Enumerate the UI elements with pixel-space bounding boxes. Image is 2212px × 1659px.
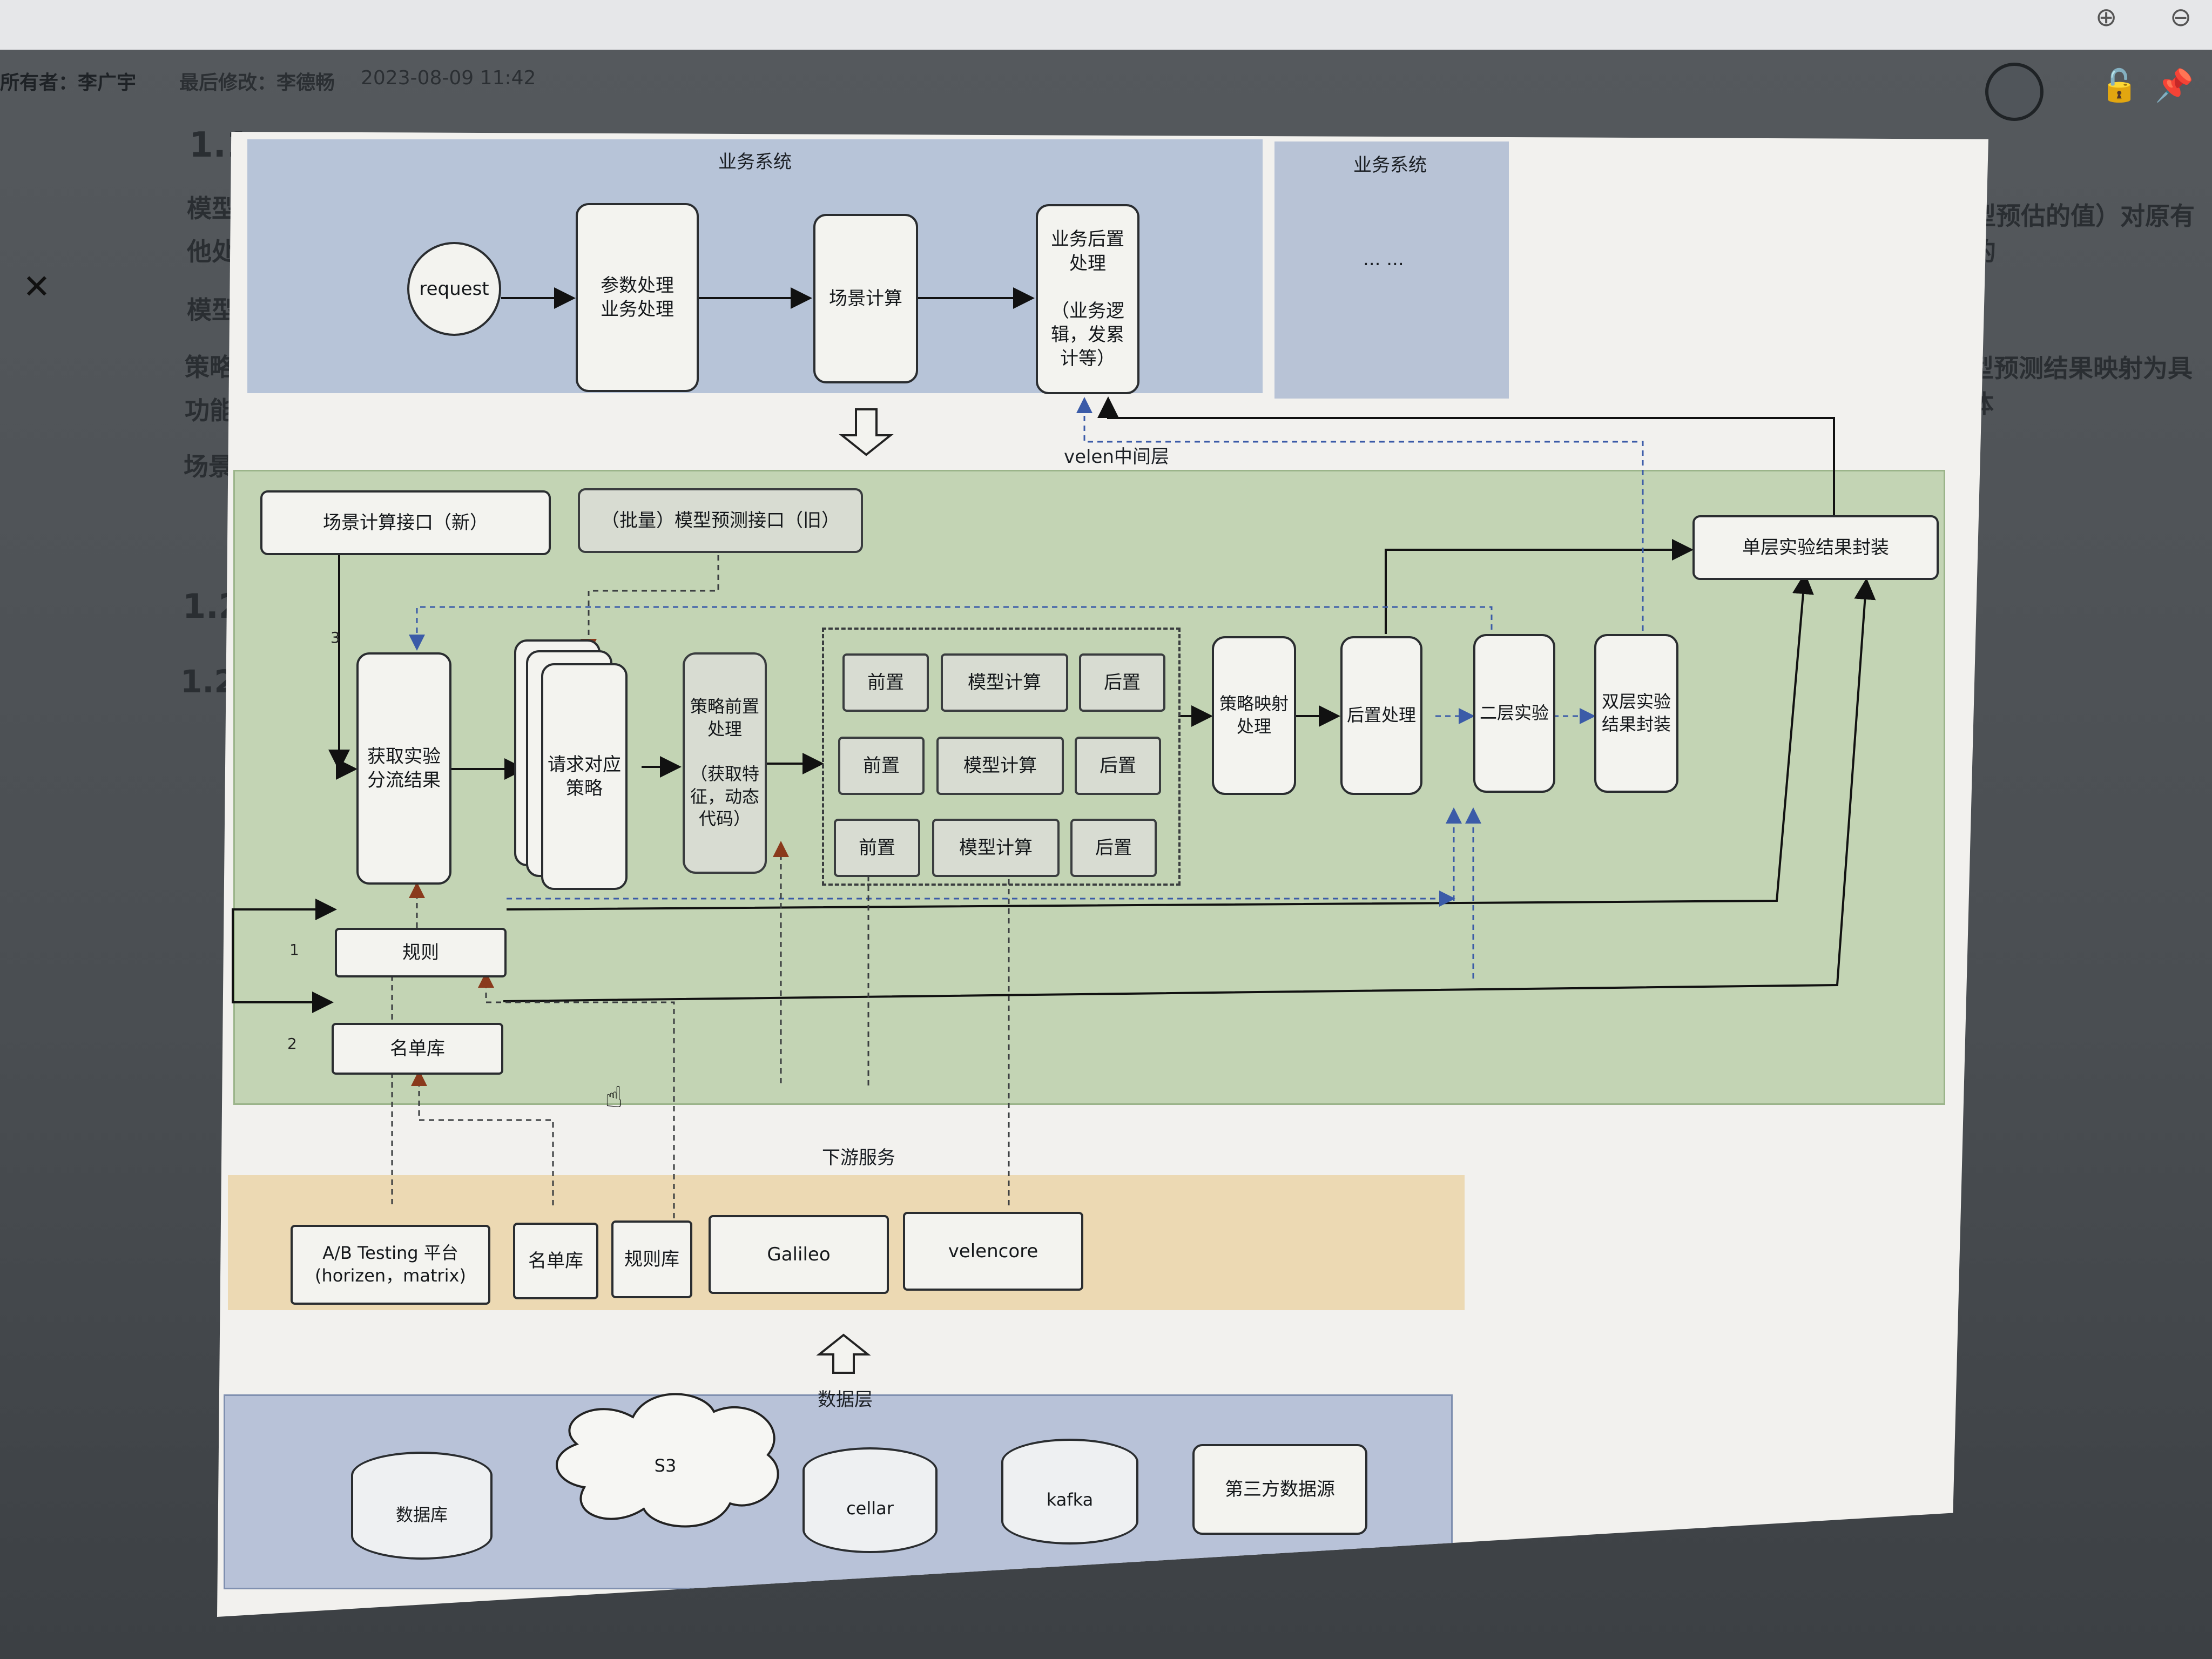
architecture-diagram: 业务系统 业务系统 ... ... request 参数处理 业务处理 场景计算… bbox=[217, 132, 1988, 1617]
zoom-in-icon[interactable]: ⊕ bbox=[2095, 2, 2117, 32]
business-system-title: 业务系统 bbox=[718, 151, 792, 173]
downstream-title: 下游服务 bbox=[822, 1147, 895, 1169]
post-box: 后置 bbox=[1070, 819, 1157, 877]
s3-cloud: S3 bbox=[654, 1455, 677, 1476]
double-layer-box: 双层实验 结果封装 bbox=[1594, 634, 1678, 793]
second-layer-box: 二层实验 bbox=[1473, 634, 1555, 793]
avatar[interactable] bbox=[1985, 63, 2044, 121]
model-compute-group bbox=[822, 628, 1181, 886]
velencore-box: velencore bbox=[903, 1212, 1083, 1291]
kafka-cylinder: kafka bbox=[1001, 1439, 1138, 1545]
param-processing-box: 参数处理 业务处理 bbox=[576, 203, 699, 392]
cellar-cylinder: cellar bbox=[802, 1447, 938, 1553]
route-number-3: 3 bbox=[331, 629, 340, 646]
model-compute-box: 模型计算 bbox=[932, 819, 1060, 877]
model-compute-box: 模型计算 bbox=[936, 737, 1064, 795]
strategy-mapping-box: 策略映射 处理 bbox=[1212, 636, 1296, 795]
scene-api-box: 场景计算接口（新） bbox=[260, 490, 551, 555]
third-party-box: 第三方数据源 bbox=[1192, 1444, 1367, 1535]
close-icon[interactable]: ✕ bbox=[23, 267, 51, 306]
ab-testing-box: A/B Testing 平台 (horizen，matrix) bbox=[291, 1225, 490, 1305]
batch-api-box: （批量）模型预测接口（旧） bbox=[578, 488, 863, 553]
doc-text: 型预估的值）对原有的 bbox=[1971, 201, 2195, 266]
rules-box: 规则 bbox=[335, 928, 507, 977]
post-process-box: 后置处理 bbox=[1340, 636, 1422, 795]
post-box: 后置 bbox=[1075, 737, 1161, 795]
lock-icon[interactable]: 🔓 bbox=[2100, 67, 2139, 104]
last-modified-time: 2023-08-09 11:42 bbox=[361, 67, 536, 89]
doc-text: 他处 bbox=[187, 237, 237, 266]
route-number-1: 1 bbox=[289, 941, 299, 959]
viewer-toolbar: ⊕ ⊖ bbox=[0, 0, 2212, 50]
zoom-out-icon[interactable]: ⊖ bbox=[2170, 2, 2192, 32]
get-experiment-box: 获取实验 分流结果 bbox=[356, 652, 451, 885]
strategy-pre-box: 策略前置 处理 （获取特 征，动态 代码） bbox=[683, 652, 767, 874]
velen-layer-title: velen中间层 bbox=[1064, 446, 1169, 468]
doc-text: 场景 bbox=[184, 452, 233, 481]
single-layer-box: 单层实验结果封装 bbox=[1692, 515, 1939, 580]
doc-text: 模型 bbox=[187, 295, 237, 325]
biz-post-box: 业务后置 处理 （业务逻 辑，发累 计等） bbox=[1036, 204, 1139, 394]
request-strategy-box: 请求对应 策略 bbox=[541, 663, 628, 890]
route-number-2: 2 bbox=[287, 1035, 297, 1053]
doc-text: 策略 bbox=[185, 353, 234, 382]
pre-box: 前置 bbox=[842, 653, 929, 712]
pre-box: 前置 bbox=[834, 819, 920, 877]
owner-label: 所有者：李广宇 bbox=[0, 72, 137, 94]
rule-db-box: 规则库 bbox=[611, 1220, 692, 1298]
connector-lines bbox=[232, 287, 1876, 1528]
hand-cursor-icon: ☝ bbox=[605, 1080, 623, 1114]
business-ellipsis: ... ... bbox=[1363, 248, 1404, 270]
whitelist-db-box: 名单库 bbox=[513, 1223, 598, 1299]
pin-icon[interactable]: 📌 bbox=[2155, 67, 2194, 104]
doc-text: 模型 bbox=[187, 194, 237, 223]
data-layer-title: 数据层 bbox=[818, 1389, 873, 1411]
pre-box: 前置 bbox=[838, 737, 925, 795]
last-modified-label: 最后修改：李德畅 bbox=[179, 72, 335, 94]
scene-compute-box: 场景计算 bbox=[813, 214, 918, 383]
database-cylinder: 数据库 bbox=[351, 1452, 493, 1560]
request-node: request bbox=[407, 242, 501, 336]
post-box: 后置 bbox=[1079, 653, 1165, 712]
business-system-region-2 bbox=[1274, 141, 1509, 399]
doc-text: 功能 bbox=[185, 396, 234, 425]
doc-text: 型预测结果映射为具体 bbox=[1969, 354, 2193, 419]
whitelist-box: 名单库 bbox=[332, 1023, 503, 1075]
model-compute-box: 模型计算 bbox=[941, 653, 1068, 712]
business-system-title-2: 业务系统 bbox=[1353, 154, 1427, 176]
galileo-box: Galileo bbox=[709, 1215, 889, 1294]
